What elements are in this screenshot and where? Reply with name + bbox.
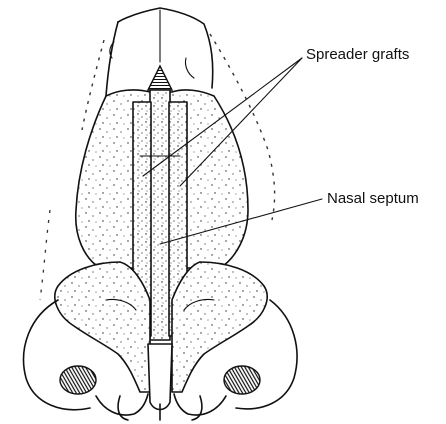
nasal-septum-label: Nasal septum [327,191,419,206]
columella [148,344,172,420]
septal-angle [148,66,172,90]
spreader-grafts-label: Spreader grafts [306,47,409,62]
